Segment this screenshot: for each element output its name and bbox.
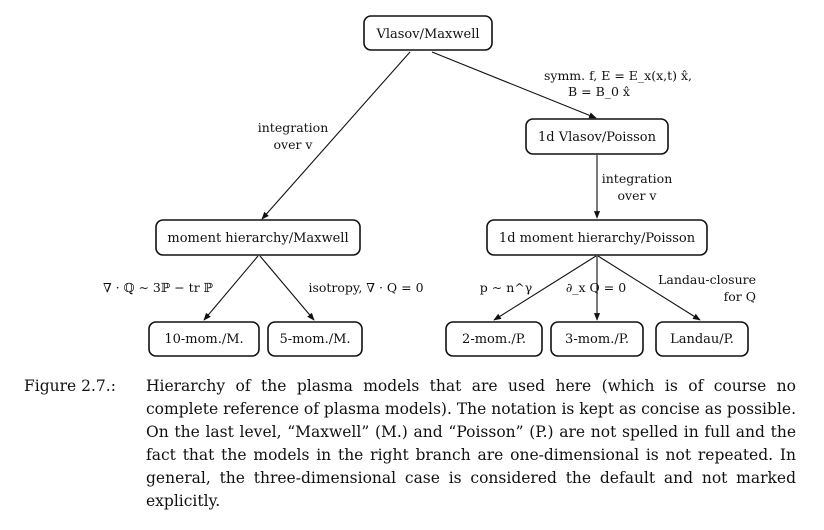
- edge-label-trace-closure: ∇ · ℚ ∼ 3ℙ − tr ℙ: [103, 280, 214, 295]
- edge-moment1d-to-mom2p: [493, 255, 597, 321]
- edge-root-to-vp1d: [431, 51, 597, 119]
- edge-label-line: for Q: [724, 289, 756, 304]
- model-hierarchy-diagram: Vlasov/Maxwell 1d Vlasov/Poisson moment …: [103, 15, 756, 357]
- edge-label-landau-closure: Landau-closure for Q: [658, 272, 756, 304]
- caption-text: Hierarchy of the plasma models that are …: [146, 377, 796, 510]
- edge-label-line: B = B_0 x̂: [568, 84, 630, 99]
- edge-label-integration-right: integration over v: [602, 171, 673, 203]
- edge-label-line: over v: [274, 137, 314, 152]
- node-label: 10-mom./M.: [164, 332, 243, 347]
- node-5-mom-maxwell: 5-mom./M.: [267, 321, 363, 357]
- node-label: 2-mom./P.: [462, 332, 526, 347]
- edge-label-line: Landau-closure: [658, 272, 756, 287]
- node-label: Vlasov/Maxwell: [375, 27, 479, 42]
- edge-label-polytropic: p ∼ n^γ: [480, 280, 532, 295]
- node-moment-hierarchy-maxwell: moment hierarchy/Maxwell: [155, 219, 361, 256]
- node-label: 1d moment hierarchy/Poisson: [499, 231, 696, 246]
- edge-moment1d-to-landau: [597, 255, 701, 321]
- node-10-mom-maxwell: 10-mom./M.: [148, 321, 260, 357]
- node-vlasov-maxwell: Vlasov/Maxwell: [363, 15, 493, 51]
- node-label: 3-mom./P.: [565, 332, 629, 347]
- edge-label-integration-left: integration over v: [258, 120, 329, 152]
- node-3-mom-poisson: 3-mom./P.: [550, 321, 644, 357]
- node-2-mom-poisson: 2-mom./P.: [445, 321, 543, 357]
- figure-caption: Figure 2.7.: Hierarchy of the plasma mod…: [24, 375, 824, 513]
- node-1d-vlasov-poisson: 1d Vlasov/Poisson: [525, 118, 669, 155]
- edge-label-isotropy: isotropy, ∇ · Q = 0: [308, 280, 423, 295]
- edge-label-line: integration: [602, 171, 673, 186]
- edge-label-line: symm. f, E = E_x(x,t) x̂,: [544, 68, 692, 83]
- edge-label-symmetry: symm. f, E = E_x(x,t) x̂, B = B_0 x̂: [544, 68, 692, 99]
- figure-label: Figure 2.7.:: [24, 377, 116, 395]
- edge-label-line: over v: [618, 188, 658, 203]
- node-label: moment hierarchy/Maxwell: [167, 231, 348, 246]
- edge-moment-to-mom10: [203, 255, 259, 321]
- edge-label-dxq-zero: ∂_x Q = 0: [566, 280, 626, 295]
- edge-label-line: integration: [258, 120, 329, 135]
- edge-moment-to-mom5: [259, 255, 315, 321]
- node-label: Landau/P.: [670, 332, 734, 347]
- edge-root-to-moment: [261, 51, 411, 220]
- node-landau-poisson: Landau/P.: [655, 321, 749, 357]
- node-1d-moment-hierarchy-poisson: 1d moment hierarchy/Poisson: [486, 219, 708, 256]
- node-label: 1d Vlasov/Poisson: [538, 130, 657, 145]
- node-label: 5-mom./M.: [279, 332, 350, 347]
